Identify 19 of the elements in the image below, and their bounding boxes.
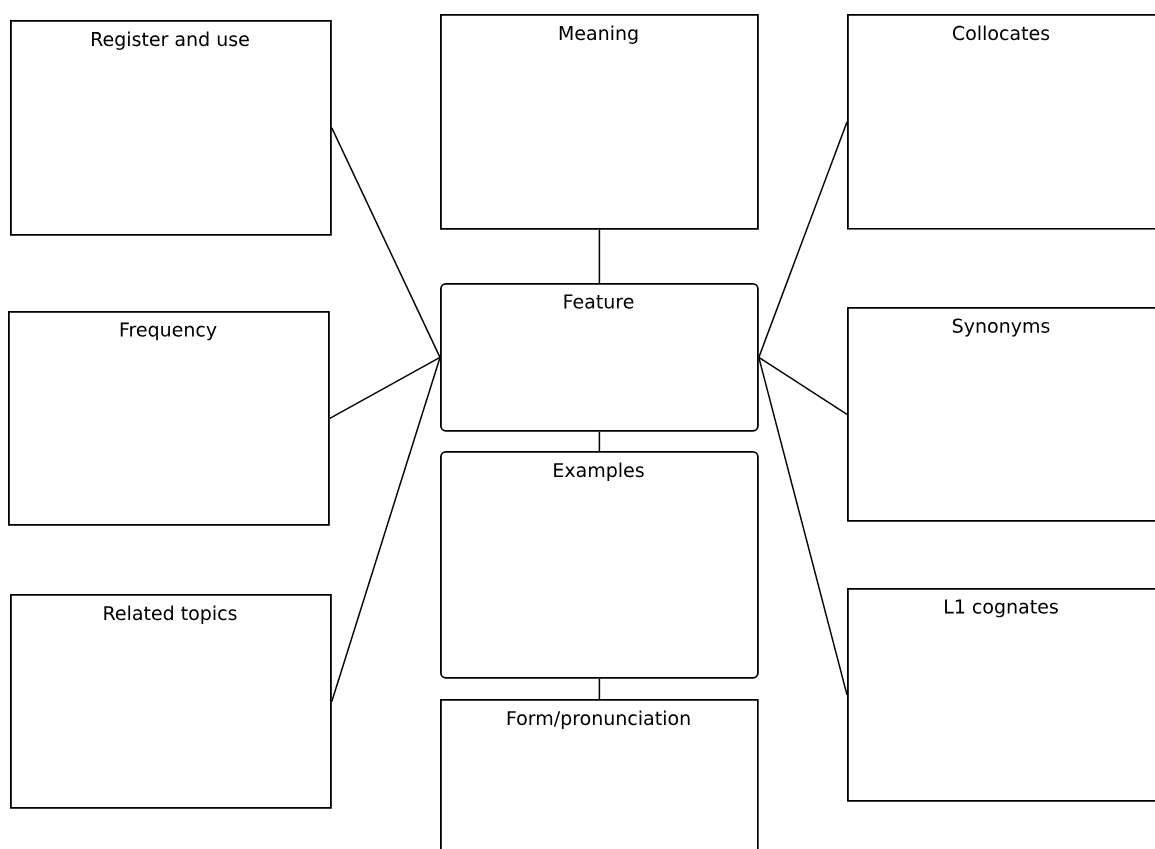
text-box: Examples	[440, 451, 759, 679]
connector-line	[329, 356, 441, 420]
text-box: Related topics	[10, 594, 332, 809]
connector-line	[598, 431, 601, 452]
text-box: Register and use	[10, 20, 332, 236]
text-box: Meaning	[440, 14, 759, 230]
connector-line	[331, 356, 441, 703]
text-box: Synonyms	[847, 307, 1155, 522]
connector-line	[598, 229, 601, 284]
connector-line	[758, 121, 848, 359]
text-box: Collocates	[847, 14, 1155, 230]
connector-line	[598, 678, 601, 700]
connector-line	[331, 127, 441, 359]
text-box: L1 cognates	[847, 588, 1155, 802]
text-box: Form/pronunciation	[440, 699, 759, 849]
connector-line	[758, 356, 848, 696]
text-box: Frequency	[8, 311, 330, 526]
text-box: Feature	[440, 283, 759, 432]
connector-line	[758, 356, 848, 416]
